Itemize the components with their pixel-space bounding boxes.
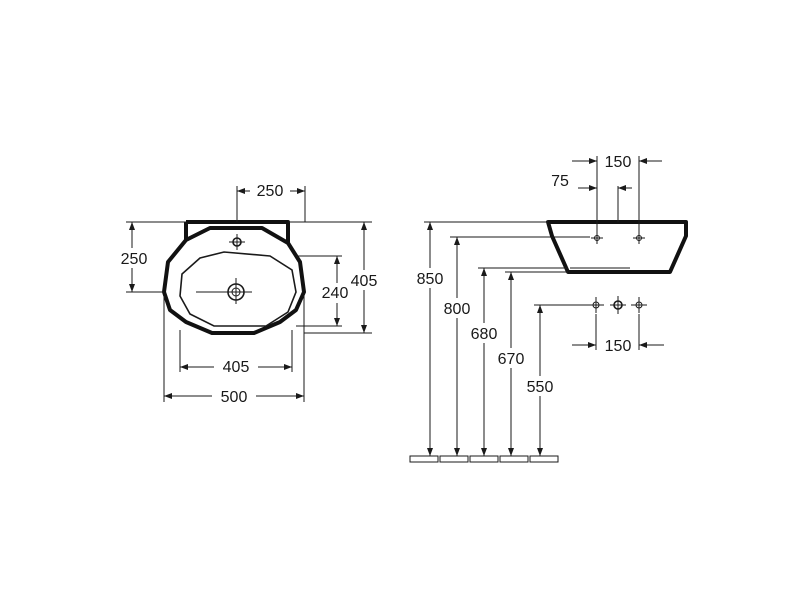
basin-inner-bowl [179, 251, 297, 327]
dim-label-250-top: 250 [257, 183, 284, 200]
dim-label-500: 500 [221, 389, 248, 406]
dim-label-150-bottom: 150 [605, 338, 632, 355]
dim-label-250-left: 250 [121, 251, 148, 268]
dim-label-75: 75 [551, 173, 569, 190]
dim-label-850: 850 [417, 271, 444, 288]
dim-label-405-right: 405 [351, 273, 378, 290]
dim-label-550: 550 [527, 379, 554, 396]
tap-hole [229, 234, 245, 250]
basin-outer-rim [162, 226, 306, 335]
dim-label-150-top: 150 [605, 154, 632, 171]
dim-label-405-bottom: 405 [223, 359, 250, 376]
tap-mark-left [591, 232, 603, 244]
side-view: 150 75 150 [409, 154, 688, 463]
tap-mark-right [633, 232, 645, 244]
dim-label-800: 800 [444, 301, 471, 318]
drain [196, 278, 252, 304]
dim-label-670: 670 [498, 351, 525, 368]
valve-marks [588, 296, 647, 314]
dim-label-680: 680 [471, 326, 498, 343]
plan-view: 250 250 240 405 405 [114, 180, 382, 406]
basin-side-profile [546, 220, 688, 274]
dim-label-240: 240 [322, 285, 349, 302]
floor-line [409, 455, 559, 463]
